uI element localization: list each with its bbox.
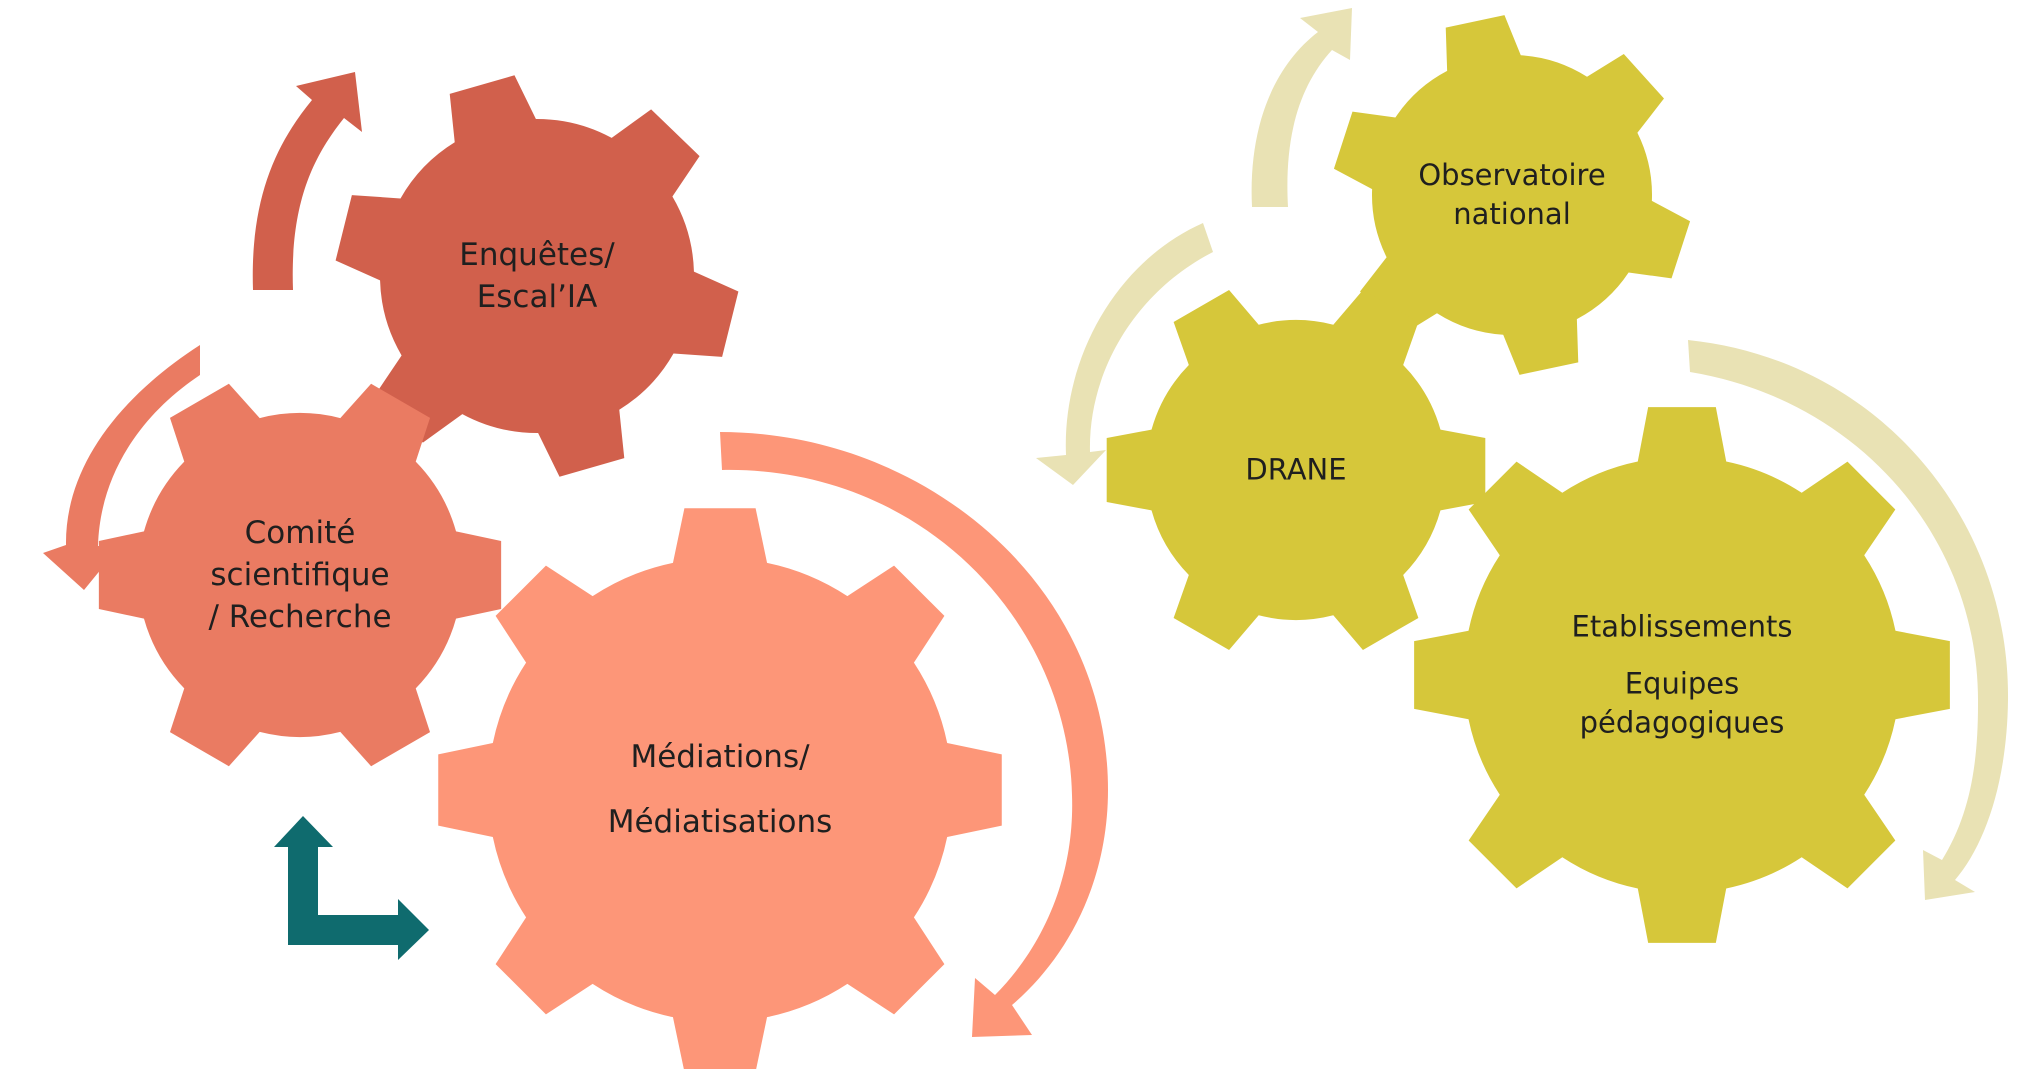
- top-curved-arrow-right: [1251, 8, 1352, 207]
- gear-mediations: [438, 508, 1002, 1069]
- gear-shape: [98, 383, 502, 767]
- gear-label-drane: DRANE: [1245, 451, 1346, 490]
- gear-label-line: DRANE: [1245, 452, 1347, 487]
- gear-drane: [1106, 290, 1486, 650]
- gear-label-gap: [1572, 647, 1793, 665]
- teal-elbow-arrow: [274, 816, 429, 960]
- gear-shape: [438, 508, 1002, 1069]
- elbow-arrow-right-head: [398, 899, 429, 960]
- gear-label-line: scientifique: [210, 557, 390, 593]
- gear-shape: [1106, 290, 1486, 650]
- gear-label-line: / Recherche: [208, 599, 392, 635]
- elbow-arrow-horizontal: [288, 915, 400, 945]
- gear-label-enquetes: Enquêtes/ Escal’IA: [459, 234, 614, 318]
- gear-label-observatoire: Observatoire national: [1418, 156, 1605, 234]
- right-curved-arrow-right: [1688, 340, 2009, 900]
- gear-label-line: Observatoire: [1418, 158, 1606, 192]
- gear-label-line: Comité: [244, 515, 356, 551]
- gear-enquetes: [335, 75, 739, 477]
- gear-shape: [335, 75, 739, 477]
- gear-label-line: pédagogiques: [1579, 705, 1785, 740]
- top-curved-arrow: [252, 72, 362, 290]
- gear-label-line: Equipes: [1624, 666, 1740, 701]
- left-cluster-arrows: [43, 72, 1108, 1037]
- gear-label-line: Enquêtes/: [459, 237, 615, 273]
- gear-label-etablissements: Etablissements Equipes pédagogiques: [1572, 608, 1793, 743]
- right-curved-arrow: [720, 432, 1108, 1037]
- gear-label-line: Médiations/: [630, 739, 810, 775]
- gear-label-line: Escal’IA: [476, 279, 598, 315]
- elbow-arrow-up-head: [274, 816, 333, 847]
- gear-label-comite: Comité scientifique / Recherche: [208, 512, 391, 638]
- gear-etablissements: [1414, 407, 1950, 943]
- left-curved-arrow-right: [1036, 223, 1213, 485]
- gear-label-line: Médiatisations: [607, 804, 833, 840]
- gear-shape: [1333, 15, 1691, 375]
- gear-label-mediations: Médiations/ Médiatisations: [608, 725, 833, 855]
- gear-label-line: national: [1453, 197, 1571, 231]
- gear-label-line: Etablissements: [1571, 609, 1793, 644]
- gear-comite: [98, 383, 502, 767]
- left-curved-arrow: [43, 345, 200, 590]
- gear-observatoire: [1333, 15, 1691, 375]
- gear-shape: [1414, 407, 1950, 943]
- right-cluster-arrows: [1036, 8, 2009, 900]
